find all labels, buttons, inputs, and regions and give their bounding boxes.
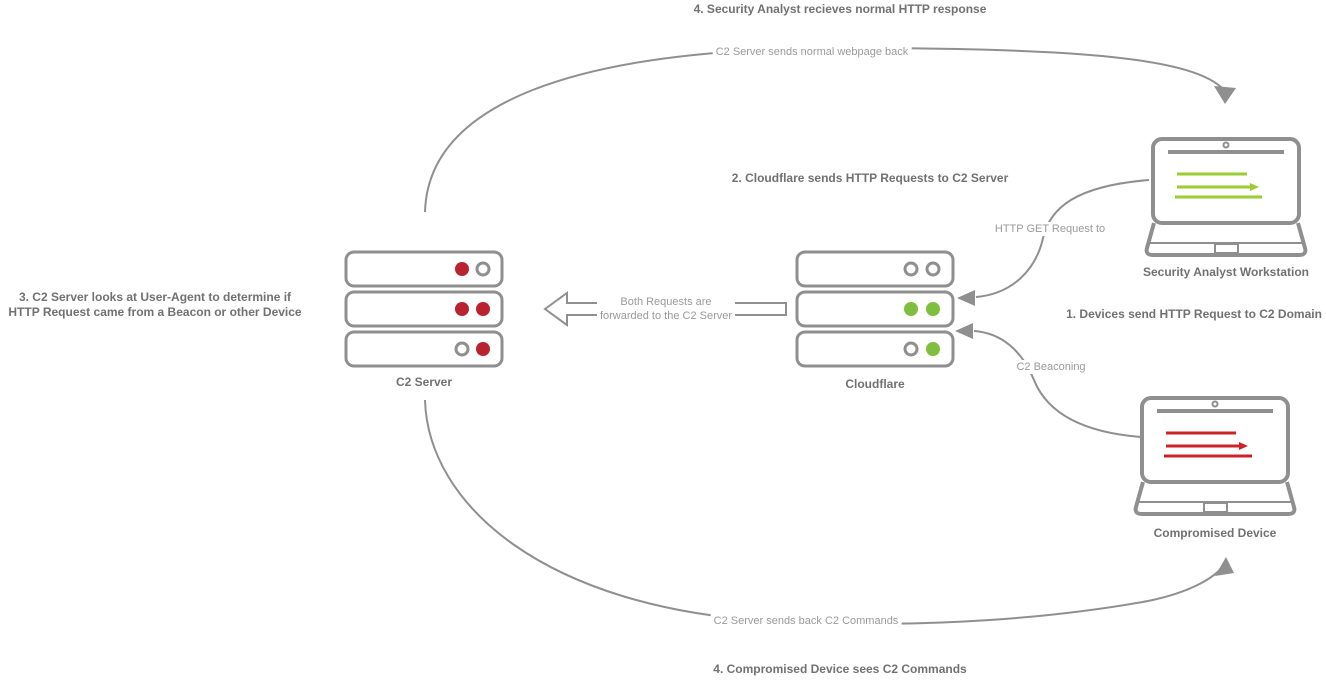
trackpad bbox=[1214, 243, 1239, 254]
annotation-step3: 3. C2 Server looks at User-Agent to dete… bbox=[0, 290, 310, 320]
rack-slab bbox=[344, 290, 504, 328]
annotation-step3-line1: 3. C2 Server looks at User-Agent to dete… bbox=[18, 290, 292, 304]
node-label-compromised-device: Compromised Device bbox=[1153, 526, 1277, 540]
rack-slab bbox=[795, 290, 955, 328]
led-off-icon bbox=[475, 261, 491, 277]
annotation-step3-line2: HTTP Request came from a Beacon or other… bbox=[8, 305, 302, 319]
terminal-cursor-icon bbox=[1250, 183, 1259, 191]
led-off-icon bbox=[925, 261, 941, 277]
cloudflare-icon bbox=[795, 250, 955, 368]
compromised-device-icon bbox=[1133, 396, 1297, 516]
edge-label-both-requests-line1: Both Requests are bbox=[620, 296, 712, 308]
security-analyst-workstation-icon bbox=[1144, 137, 1308, 257]
rack-slab bbox=[795, 330, 955, 368]
node-label-security-analyst-workstation: Security Analyst Workstation bbox=[1142, 265, 1310, 279]
edge-label-both-requests: Both Requests are forwarded to the C2 Se… bbox=[596, 295, 736, 323]
rack-slab bbox=[344, 250, 504, 288]
arrowhead-left-icon bbox=[957, 290, 975, 306]
led-green-icon bbox=[904, 302, 918, 316]
led-red-icon bbox=[455, 302, 469, 316]
laptop-base bbox=[1144, 222, 1308, 257]
rack-slab bbox=[344, 330, 504, 368]
edge-label-http-get: HTTP GET Request to bbox=[991, 222, 1109, 236]
led-off-icon bbox=[903, 261, 919, 277]
edge-c2-beaconing-curve bbox=[973, 330, 1142, 438]
arrowhead-up-icon bbox=[1215, 557, 1234, 576]
arrowhead-left-icon bbox=[955, 323, 973, 339]
led-off-icon bbox=[454, 341, 470, 357]
led-green-icon bbox=[926, 302, 940, 316]
led-red-icon bbox=[455, 262, 469, 276]
laptop-base bbox=[1133, 481, 1297, 516]
edge-label-webpage-back: C2 Server sends normal webpage back bbox=[712, 45, 912, 59]
edge-http-get-curve bbox=[975, 179, 1150, 298]
edge-label-both-requests-line2: forwarded to the C2 Server bbox=[599, 310, 733, 322]
edge-label-c2-commands: C2 Server sends back C2 Commands bbox=[710, 614, 902, 628]
c2-server-icon bbox=[344, 250, 504, 368]
annotation-step4-top: 4. Security Analyst recieves normal HTTP… bbox=[693, 2, 987, 16]
annotation-step2: 2. Cloudflare sends HTTP Requests to C2 … bbox=[731, 171, 1009, 185]
arrowhead-down-icon bbox=[1214, 86, 1236, 104]
led-red-icon bbox=[476, 342, 490, 356]
trackpad bbox=[1203, 502, 1228, 513]
webcam-icon bbox=[1211, 400, 1219, 408]
led-off-icon bbox=[903, 341, 919, 357]
rack-slab bbox=[795, 250, 955, 288]
node-label-c2-server: C2 Server bbox=[395, 375, 453, 389]
annotation-step4-bottom: 4. Compromised Device sees C2 Commands bbox=[713, 662, 967, 676]
led-red-icon bbox=[476, 302, 490, 316]
laptop-screen bbox=[1140, 396, 1290, 484]
annotation-step1: 1. Devices send HTTP Request to C2 Domai… bbox=[1066, 307, 1322, 321]
edge-c2-commands-curve bbox=[424, 399, 1224, 625]
edge-label-c2-beaconing: C2 Beaconing bbox=[1013, 360, 1089, 374]
terminal-cursor-icon bbox=[1239, 442, 1248, 450]
laptop-screen bbox=[1151, 137, 1301, 225]
node-label-cloudflare: Cloudflare bbox=[845, 377, 905, 391]
webcam-icon bbox=[1222, 141, 1230, 149]
led-green-icon bbox=[926, 342, 940, 356]
